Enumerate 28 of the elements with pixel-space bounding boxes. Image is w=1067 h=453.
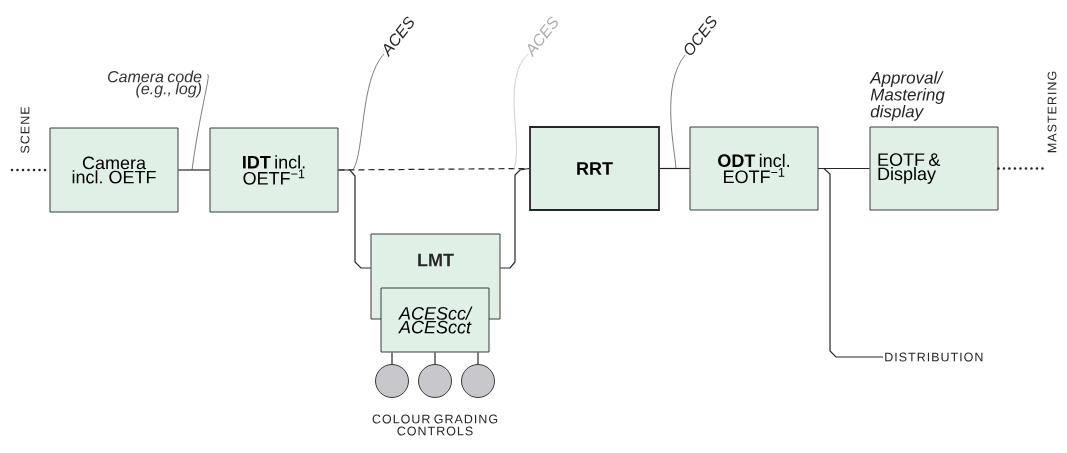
display-box: Approval/ Mastering display EOTF & Display: [869, 71, 999, 211]
process-box: Camera incl. OETF: [49, 127, 179, 213]
connector: [477, 351, 479, 365]
connector: [659, 167, 691, 170]
caption-text: COLOUR GRADING CONTROLS: [372, 414, 498, 436]
leader-line: [670, 54, 686, 169]
connector: [997, 167, 1045, 170]
connector: [177, 169, 211, 171]
stage-label: MASTERING: [1047, 71, 1057, 153]
connector: [337, 169, 372, 269]
connector: [391, 351, 393, 365]
node-label: Approval/ Mastering display: [869, 71, 945, 121]
connector: [499, 167, 530, 269]
leader-line: [352, 53, 385, 171]
process-box: RRT: [529, 126, 660, 211]
process-box: IDT incl. OETF$^{−1}$: [209, 127, 339, 213]
control-knob: [418, 364, 452, 398]
stage-label: SCENE: [20, 107, 30, 153]
process-box: ODT incl. EOTF$^{−1}$: [689, 126, 819, 211]
leader-line: [512, 53, 529, 171]
control-knob: [461, 364, 495, 398]
control-knob: [375, 364, 409, 398]
annotation-text: Camera code (e.g., log): [107, 70, 202, 98]
connector: [434, 351, 436, 365]
process-box: ACEScc/ ACEScct: [380, 287, 490, 353]
output-label: DISTRIBUTION: [885, 352, 983, 362]
leader-line: [191, 74, 209, 171]
connector: [817, 167, 884, 358]
